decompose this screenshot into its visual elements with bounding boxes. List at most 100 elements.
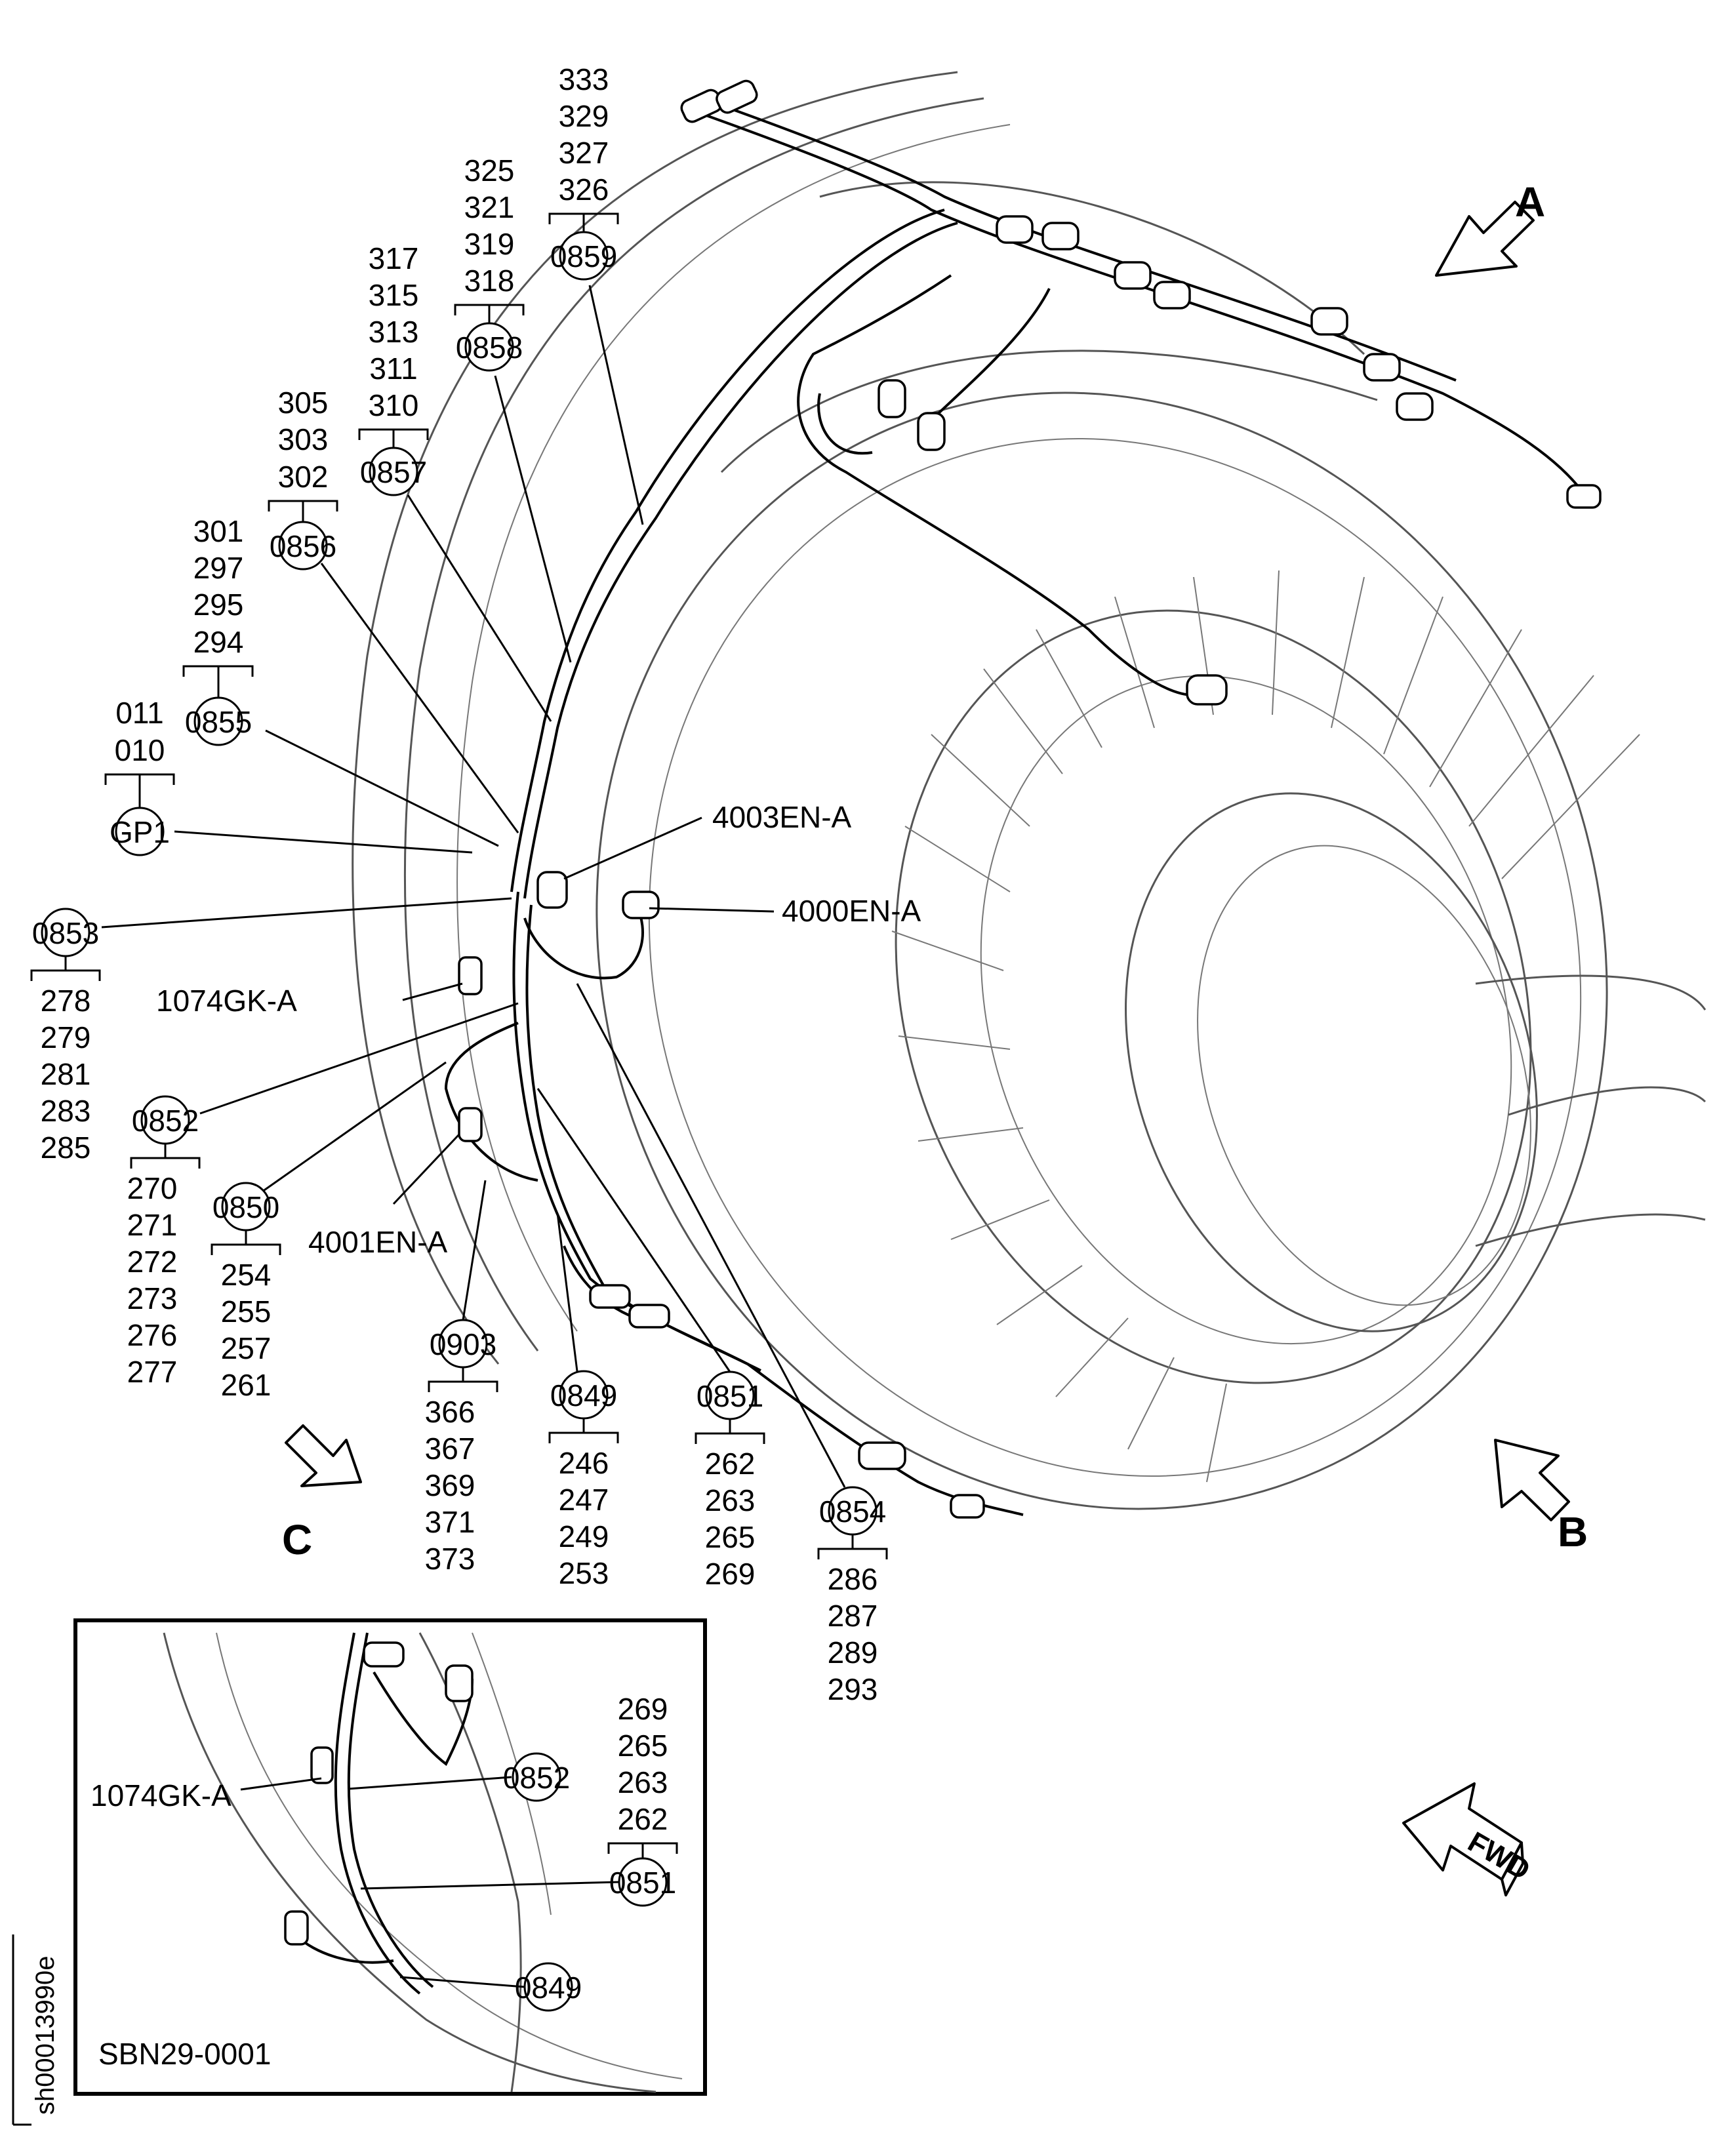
inset-connector-1074GK-A-body (310, 1746, 334, 1784)
callout-0903-item: 373 (425, 1542, 475, 1576)
connector-label-4003EN-A: 4003EN-A (712, 800, 852, 834)
callout-0853-item: 278 (41, 984, 91, 1018)
callout-id: 0855 (185, 705, 252, 739)
callout-id: 0850 (212, 1190, 279, 1224)
connector-label-4000EN-A: 4000EN-A (782, 894, 921, 928)
callout-0851-item: 263 (705, 1483, 756, 1517)
callout-0858-item: 319 (464, 227, 515, 261)
callout-id: 0853 (32, 916, 99, 950)
sheet-id: sh00013990e (31, 1956, 60, 2115)
callout-0852-item: 277 (127, 1355, 178, 1389)
callout-0854-item: 286 (828, 1562, 878, 1596)
callout-0855: 301 297 295 294 0855 (182, 514, 254, 746)
callout-bubble (464, 322, 514, 372)
callout-0851-item: 262 (705, 1447, 756, 1481)
callout-0849-item: 253 (559, 1556, 609, 1590)
callout-0851: 0851 262 263 265 269 (695, 1371, 765, 1591)
callout-0855-item: 297 (193, 551, 244, 585)
view-b-label: B (1558, 1508, 1588, 1555)
callout-0859-item: 329 (559, 99, 609, 133)
callout-0857-item: 313 (369, 315, 419, 349)
callout-0853-item: 279 (41, 1020, 91, 1054)
callout-0855-item: 295 (193, 588, 244, 622)
callout-0857: 317 315 313 311 310 0857 (358, 241, 429, 496)
inset-callout-0851 (618, 1857, 668, 1907)
callout-0903-item: 371 (425, 1505, 475, 1539)
callout-0853-item: 283 (41, 1094, 91, 1128)
callout-gp1-item: 010 (115, 733, 165, 767)
callout-0852-item: 276 (127, 1318, 178, 1352)
callout-id: 0849 (550, 1378, 617, 1412)
callout-0851-item: 269 (705, 1557, 756, 1591)
fwd-indicator: FWD (1402, 1782, 1535, 1896)
callout-0903: 0903 366 367 369 371 373 (425, 1319, 498, 1576)
callout-0856-item: 303 (278, 422, 329, 456)
callout-id: 0854 (819, 1494, 886, 1529)
inset-title: SBN29-0001 (98, 2037, 271, 2071)
view-b-arrow-icon (1494, 1439, 1570, 1521)
callout-0903-item: 369 (425, 1468, 475, 1502)
view-c-label: C (282, 1516, 312, 1563)
callout-0857-item: 310 (369, 388, 419, 422)
connector-1074GK-A-body (458, 956, 483, 995)
callout-0850-item: 254 (221, 1258, 272, 1292)
callout-0858-item: 321 (464, 190, 515, 224)
callout-0858-item: 318 (464, 264, 515, 298)
view-arrow-a: A (1435, 178, 1545, 277)
callout-0855-item: 301 (193, 514, 244, 548)
callout-0854: 0854 286 287 289 293 (817, 1486, 888, 1706)
callout-gp1-item: 011 (115, 696, 163, 730)
callout-0852-item: 272 (127, 1245, 178, 1279)
callout-0856-item: 302 (278, 460, 329, 494)
callout-id: 0856 (270, 529, 336, 563)
inset-callout-0851-id: 0851 (609, 1866, 676, 1900)
callout-0849-item: 246 (559, 1446, 609, 1480)
view-c-arrow-icon (285, 1424, 362, 1487)
callout-0852-item: 273 (127, 1281, 178, 1315)
view-a-label: A (1515, 178, 1545, 226)
callout-id: GP1 (110, 815, 170, 849)
callout-id: 0857 (360, 455, 427, 489)
callout-id: 0858 (456, 330, 523, 365)
inset-connector-label: 1074GK-A (91, 1778, 232, 1813)
connector-label-4001EN-A: 4001EN-A (308, 1225, 448, 1259)
inset-callout-0851-item: 263 (618, 1765, 668, 1799)
leader-lines (101, 285, 846, 1488)
callout-bubble (559, 231, 609, 281)
callout-bubble (115, 807, 165, 856)
callout-0859: 333 329 327 326 0859 (548, 62, 619, 281)
callout-0849-item: 249 (559, 1519, 609, 1553)
callout-0850-item: 261 (221, 1368, 272, 1402)
callout-bubble (278, 521, 328, 571)
callout-0852-item: 271 (127, 1208, 178, 1242)
view-a-arrow-icon (1435, 201, 1535, 277)
callout-gp1: 011 010 GP1 (104, 696, 175, 856)
callout-0853: 0853 278 279 281 283 285 (30, 908, 101, 1165)
callout-0852: 0852 270 271 272 273 276 277 (127, 1095, 201, 1389)
callout-0855-item: 294 (193, 625, 244, 659)
callout-0853-item: 285 (41, 1131, 91, 1165)
callout-0903-item: 367 (425, 1432, 475, 1466)
view-arrow-c: C (282, 1424, 362, 1563)
callout-0850-item: 255 (221, 1294, 272, 1329)
inset-callout-0849-id: 0849 (515, 1971, 582, 2005)
view-arrow-b: B (1494, 1439, 1588, 1555)
callout-0903-item: 366 (425, 1395, 475, 1429)
callout-0858: 325 321 319 318 0858 (454, 153, 525, 372)
callout-id: 0852 (132, 1104, 199, 1138)
inset-callout-0851-item: 262 (618, 1802, 668, 1836)
callout-bubble (193, 696, 243, 746)
engine-body (352, 71, 1706, 1510)
callout-0849-item: 247 (559, 1483, 609, 1517)
callout-0859-item: 327 (559, 136, 609, 170)
callout-0857-item: 317 (369, 241, 419, 275)
connector-label-1074GK-A: 1074GK-A (156, 984, 297, 1018)
inset-callout-0849 (523, 1962, 573, 2012)
inset-callout-0852-id: 0852 (503, 1761, 570, 1795)
callout-0854-item: 289 (828, 1635, 878, 1670)
callout-0857-item: 311 (369, 351, 417, 386)
callout-0859-item: 333 (559, 62, 609, 96)
inset-callout-0851-item: 269 (618, 1692, 668, 1726)
